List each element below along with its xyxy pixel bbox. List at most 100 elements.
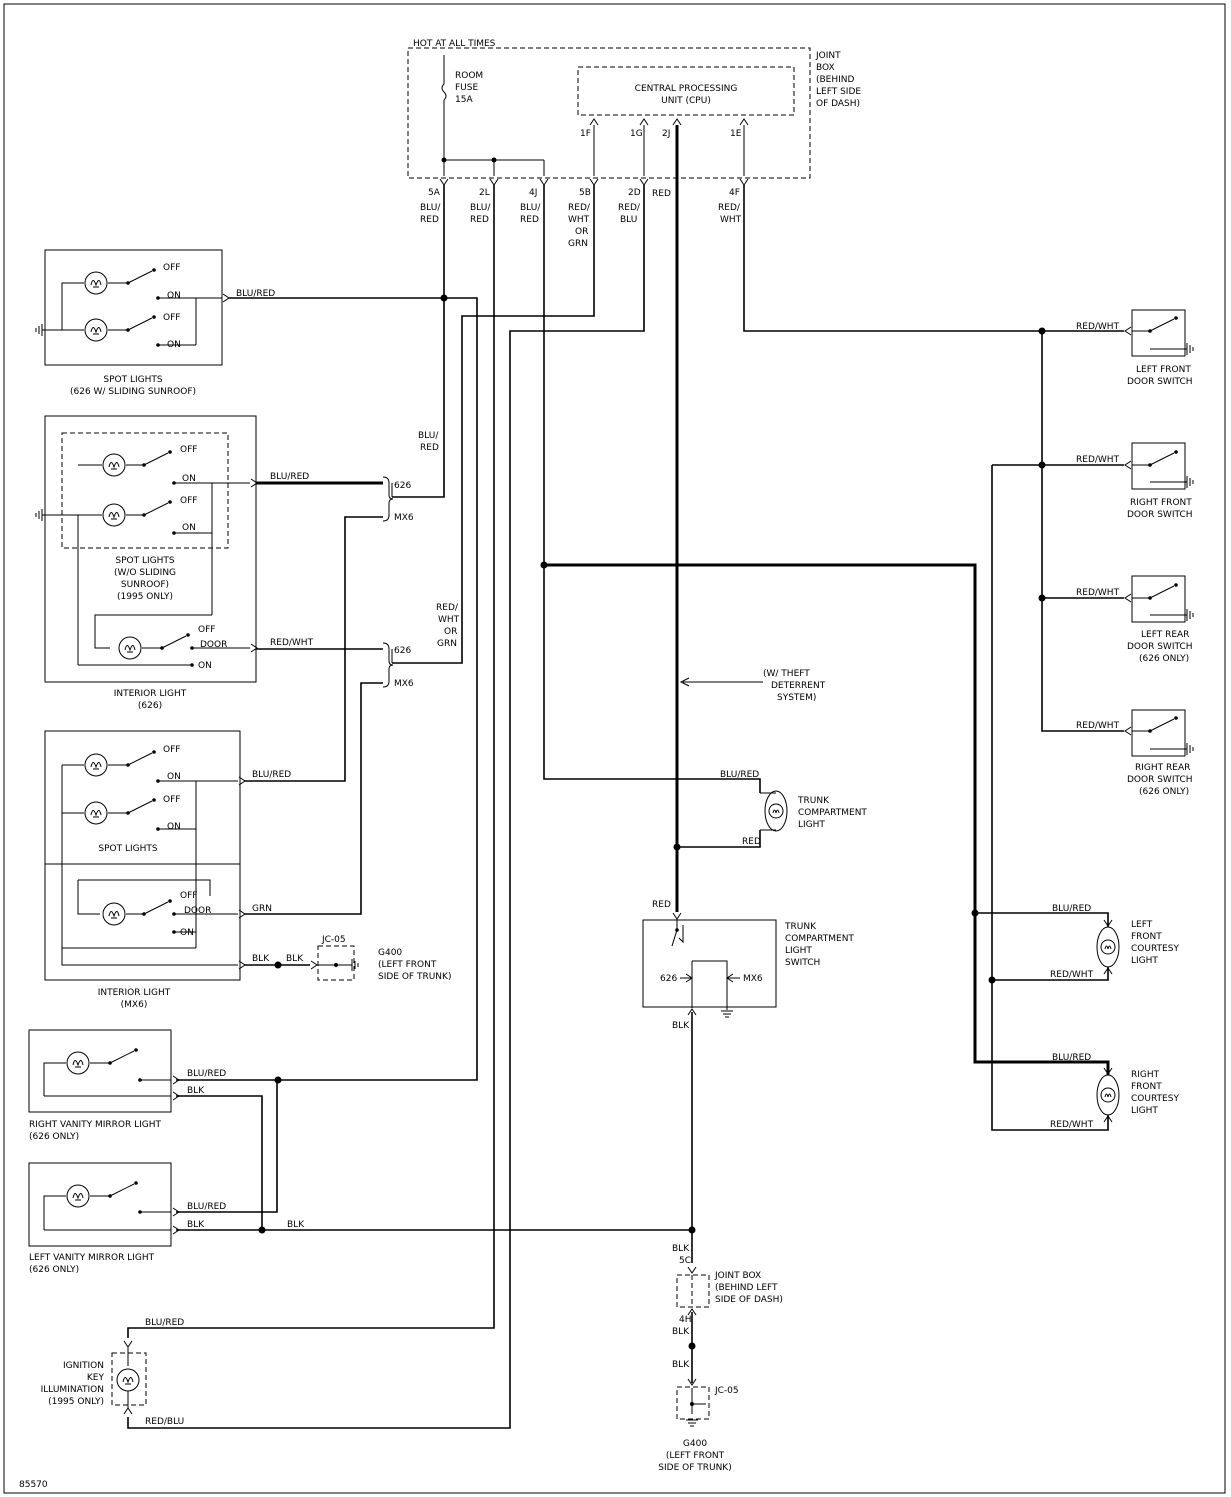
switch-off: OFF [180, 891, 197, 901]
component-label: SPOT LIGHTS [98, 844, 157, 854]
component-label: LIGHT [798, 820, 825, 830]
g400-label-2: (LEFT FRONT [378, 960, 437, 970]
wire-label: GRN [568, 239, 588, 249]
wire-label: BLU/ [418, 431, 439, 441]
component-label: LIGHT [785, 946, 812, 956]
component-label: SPOT LIGHTS [103, 375, 162, 385]
wire-label: RED [470, 215, 489, 225]
component-label: (626 ONLY) [1139, 654, 1189, 664]
wire-label: WHT [720, 215, 742, 225]
wire-label: WHT [438, 615, 460, 625]
component-label: DOOR SWITCH [1127, 510, 1193, 520]
pin-5c: 5C [679, 1256, 691, 1266]
wire-label: RED [420, 443, 439, 453]
wire-label: BLK [187, 1086, 205, 1096]
component-label: LIGHT [1131, 1106, 1158, 1116]
wire-label: RED/WHT [1076, 322, 1120, 332]
switch-door: DOOR [184, 906, 211, 916]
wire-label: BLU [620, 215, 637, 225]
bulb-icon [102, 503, 126, 527]
component-label: LIGHT [1131, 956, 1158, 966]
component-label: SWITCH [785, 958, 820, 968]
component-label: ILLUMINATION [41, 1385, 104, 1395]
wire-label: BLU/RED [1052, 904, 1091, 914]
theft-label: SYSTEM) [777, 693, 816, 703]
component-label: LEFT VANITY MIRROR LIGHT [29, 1253, 155, 1263]
component-label: JOINT BOX [714, 1271, 761, 1281]
switch-on: ON [198, 661, 212, 671]
wire-label: RED/ [568, 203, 591, 213]
vanity-mirror-lights: RIGHT VANITY MIRROR LIGHT (626 ONLY) LEF… [28, 1029, 180, 1275]
switch-off: OFF [180, 496, 197, 506]
interior-light-mx6: OFF ON OFF ON SPOT LIGHTS OFF DOOR ON IN… [44, 730, 451, 1010]
room-fuse-icon [441, 83, 447, 101]
pin-4j: 4J [529, 188, 537, 198]
wire-label: RED/ [436, 603, 459, 613]
bulb-icon [102, 902, 126, 926]
joint-box-title: JOINT [815, 51, 841, 61]
pin-1f: 1F [580, 129, 591, 139]
component-label: COURTESY [1131, 944, 1179, 954]
wire-label: BLK [672, 1360, 690, 1370]
wires: 626 MX6 626 MX6 [127, 125, 1124, 1429]
bulb-icon [116, 1368, 140, 1392]
spot-lights-626-sunroof: OFF ON OFF ON SPOT LIGHTS (626 W/ SLIDIN… [35, 249, 230, 397]
theft-label: DETERRENT [771, 681, 826, 691]
variant-626: 626 [394, 481, 411, 491]
wire-label: RED [742, 837, 761, 847]
joint-box-title-4: LEFT SIDE [816, 87, 861, 97]
cpu-label-2: UNIT (CPU) [661, 96, 711, 106]
g400-label-3: SIDE OF TRUNK) [378, 972, 451, 982]
jc05-label: JC-05 [321, 935, 346, 945]
switch-variant-mx6: MX6 [743, 974, 763, 984]
joint-box-title-3: (BEHIND [816, 75, 855, 85]
variant-bracket [382, 476, 394, 522]
wire-label: BLU/RED [252, 770, 291, 780]
cpu-label: CENTRAL PROCESSING [635, 84, 738, 94]
component-label: (626 ONLY) [29, 1132, 79, 1142]
wire-label: RED/ [718, 203, 741, 213]
component-label: TRUNK [784, 922, 817, 932]
g400-label-3: SIDE OF TRUNK) [658, 1463, 731, 1473]
variant-bracket [382, 642, 394, 688]
interior-light-626: OFF ON OFF ON SPOT LIGHTS (W/O SLIDING S… [35, 415, 258, 711]
bulb-icon [66, 1051, 90, 1075]
pin-4h: 4H [679, 1315, 692, 1325]
pin-5a: 5A [428, 188, 441, 198]
variant-626: 626 [394, 646, 411, 656]
component-label: COMPARTMENT [798, 808, 867, 818]
switch-off: OFF [163, 313, 180, 323]
pin-2l: 2L [479, 188, 490, 198]
wire-label: BLU/ [470, 203, 491, 213]
fuse-label: ROOM [455, 71, 483, 81]
theft-label: (W/ THEFT [763, 669, 810, 679]
wire-label: BLU/ [520, 203, 541, 213]
g400-label: G400 [683, 1439, 707, 1449]
switch-on: ON [167, 291, 181, 301]
bulb-icon [84, 271, 108, 295]
bulb-icon [84, 801, 108, 825]
bulb-icon [1096, 926, 1120, 968]
pin-4f: 4F [729, 188, 740, 198]
bulb-icon [102, 453, 126, 477]
switch-off: OFF [198, 625, 215, 635]
wire-label: WHT [568, 215, 590, 225]
wire-label: BLK [672, 1021, 690, 1031]
wire-label: BLK [187, 1220, 205, 1230]
component-label: (626 ONLY) [1139, 787, 1189, 797]
wire-label: RED [520, 215, 539, 225]
switch-on: ON [182, 523, 196, 533]
component-label: RIGHT [1131, 1070, 1160, 1080]
component-label: (626 W/ SLIDING SUNROOF) [70, 387, 196, 397]
figure-id: 85570 [19, 1480, 48, 1490]
g400-label-2: (LEFT FRONT [666, 1451, 725, 1461]
wire-label: BLK [287, 1220, 305, 1230]
component-label: RIGHT REAR [1135, 763, 1190, 773]
trunk-compartment-light: TRUNK COMPARTMENT LIGHT [760, 790, 867, 832]
fuse-label-2: FUSE [455, 83, 478, 93]
joint-box-title-5: OF DASH) [816, 99, 860, 109]
wire-label: RED/ [618, 203, 641, 213]
wire-label: BLU/RED [720, 770, 759, 780]
joint-box-top: HOT AT ALL TIMES JOINT BOX (BEHIND LEFT … [407, 39, 861, 249]
